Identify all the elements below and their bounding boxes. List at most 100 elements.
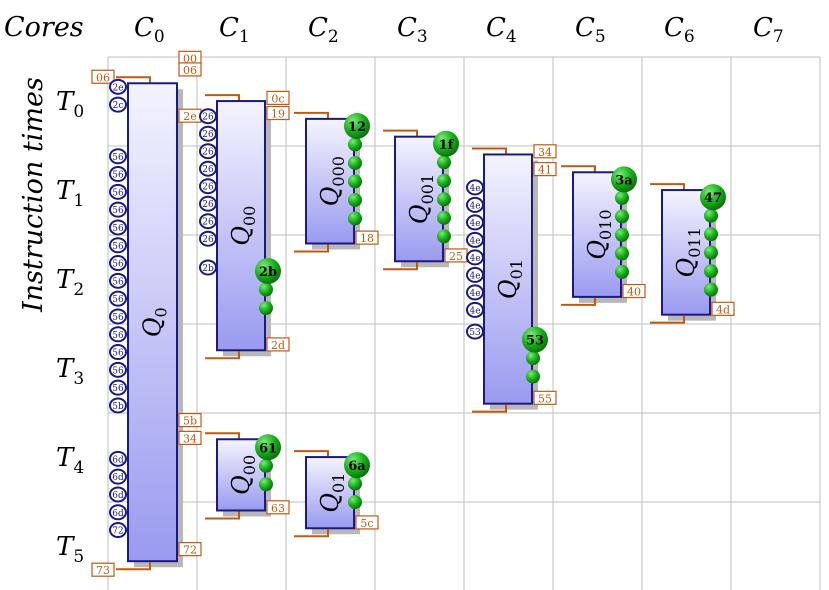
state-circle bbox=[466, 231, 484, 248]
message-ball-head bbox=[344, 112, 370, 139]
state-circle-label: 4e bbox=[469, 219, 480, 229]
state-circle bbox=[466, 214, 484, 231]
hex-tag-box bbox=[91, 69, 115, 84]
hex-tag-box bbox=[355, 515, 379, 530]
thread-box bbox=[216, 100, 266, 352]
hex-tag-box bbox=[266, 90, 290, 106]
state-circle-label: 56 bbox=[112, 206, 124, 216]
state-circle bbox=[109, 183, 127, 200]
start-bracket bbox=[472, 147, 507, 156]
state-circle bbox=[109, 290, 127, 307]
core-label: C4 bbox=[486, 13, 517, 47]
hex-tag-box bbox=[622, 283, 646, 299]
state-circle-label: 56 bbox=[112, 242, 124, 252]
hex-tag: 18 bbox=[360, 232, 374, 245]
hex-tag: 73 bbox=[96, 564, 110, 577]
state-circle bbox=[466, 284, 484, 301]
state-circle bbox=[109, 379, 127, 396]
time-label: T0 bbox=[56, 87, 84, 122]
core-label: C2 bbox=[308, 13, 339, 47]
hex-tag: 06 bbox=[183, 64, 197, 77]
state-circle-label: 56 bbox=[112, 331, 124, 341]
state-circle bbox=[109, 308, 127, 325]
hex-tag-box bbox=[711, 301, 735, 316]
state-circle-label: 56 bbox=[112, 188, 124, 198]
state-circle-label: 56 bbox=[112, 277, 124, 287]
state-circle-label: 26 bbox=[202, 113, 214, 123]
state-circle bbox=[109, 166, 127, 183]
state-circle-label: 26 bbox=[202, 183, 214, 193]
state-circle-label: 4e bbox=[469, 271, 480, 281]
hex-tag: 5c bbox=[360, 517, 373, 530]
message-ball bbox=[259, 301, 273, 316]
thread-box bbox=[661, 189, 711, 316]
message-ball bbox=[615, 227, 629, 242]
message-ball bbox=[437, 173, 451, 188]
thread-label: Q000 bbox=[316, 156, 348, 206]
thread-box bbox=[127, 82, 178, 563]
hex-tag: 34 bbox=[538, 146, 552, 159]
message-ball-label: 47 bbox=[704, 191, 722, 206]
q0-left-circles: 2e2c56565656565656565656565656565b6d6d6d… bbox=[109, 78, 127, 539]
state-circle bbox=[199, 195, 217, 212]
state-circle-label: 56 bbox=[112, 224, 124, 234]
hex-tag-box bbox=[178, 62, 202, 77]
message-ball-head bbox=[344, 452, 370, 479]
state-circle-label: 2b bbox=[202, 264, 214, 274]
thread-label: Q01 bbox=[494, 259, 526, 299]
end-bracket bbox=[561, 297, 596, 306]
message-ball bbox=[259, 477, 273, 492]
thread-box bbox=[305, 117, 355, 245]
state-circle bbox=[109, 361, 127, 378]
time-label: T2 bbox=[56, 265, 84, 300]
state-circle-label: 26 bbox=[202, 148, 214, 158]
state-circle-label: 56 bbox=[112, 171, 124, 181]
message-ball bbox=[348, 495, 362, 510]
hex-tag-box bbox=[533, 144, 557, 159]
state-circle bbox=[109, 450, 127, 467]
state-circle-label: 26 bbox=[202, 165, 214, 175]
state-circle-label: 56 bbox=[112, 349, 124, 359]
hex-tag-box bbox=[266, 500, 290, 515]
message-ball-head bbox=[700, 184, 726, 211]
core-label: C1 bbox=[219, 13, 250, 47]
hex-tag: 72 bbox=[183, 544, 197, 557]
message-ball-label: 53 bbox=[526, 334, 544, 349]
message-ball bbox=[437, 229, 451, 244]
state-circle-label: 4e bbox=[469, 306, 480, 316]
state-circle-label: 2c bbox=[113, 101, 124, 111]
message-ball bbox=[348, 192, 362, 207]
end-bracket bbox=[205, 351, 240, 360]
state-circle-label: 26 bbox=[202, 218, 214, 228]
hex-tag: 55 bbox=[538, 392, 552, 405]
message-ball bbox=[704, 264, 718, 279]
hex-tag: 2e bbox=[183, 110, 197, 123]
message-ball-label: 2b bbox=[259, 265, 277, 280]
state-circle bbox=[109, 486, 127, 503]
hex-tag-box bbox=[178, 430, 202, 445]
message-ball bbox=[526, 369, 540, 384]
state-circle-label: 4e bbox=[469, 184, 480, 194]
state-circle bbox=[109, 237, 127, 254]
state-circle-label: 6d bbox=[112, 455, 124, 465]
message-ball-head bbox=[255, 434, 281, 461]
thread-label: Q00 bbox=[227, 206, 259, 246]
message-ball-label: 61 bbox=[259, 441, 277, 456]
time-label: T3 bbox=[56, 354, 84, 389]
state-circle-label: 26 bbox=[202, 200, 214, 210]
message-ball-label: 3a bbox=[615, 173, 633, 188]
hex-tag: 41 bbox=[538, 164, 552, 177]
state-circle bbox=[199, 178, 217, 195]
core-label: C3 bbox=[397, 13, 428, 47]
state-circle bbox=[109, 397, 127, 414]
start-bracket bbox=[205, 94, 240, 103]
state-circle bbox=[199, 213, 217, 230]
